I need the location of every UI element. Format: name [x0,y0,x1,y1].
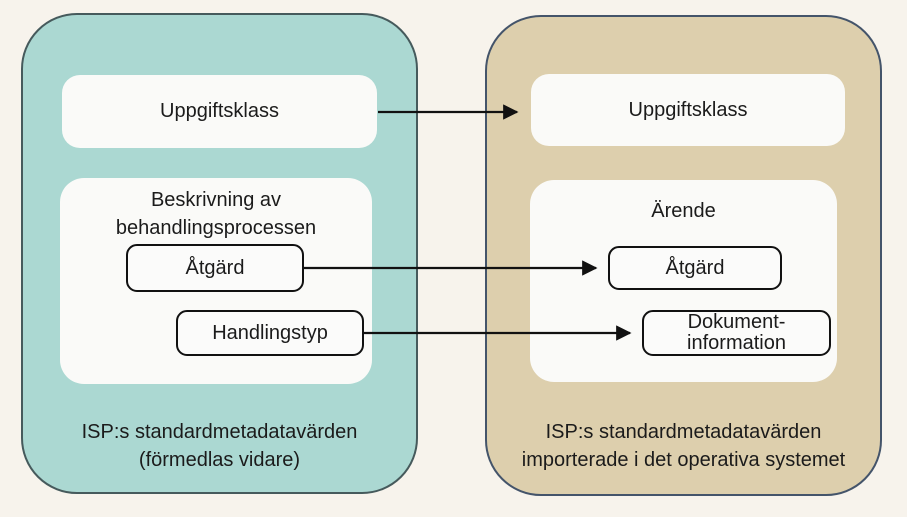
process-description-title-line2: behandlingsprocessen [115,217,317,239]
operative-system-caption: ISP:s standardmetadatavärden importerade… [487,418,880,474]
target-atgard-node: Åtgärd [608,246,782,290]
target-atgard-label: Åtgärd [665,256,725,279]
source-uppgiftsklass-label: Uppgiftsklass [160,100,279,122]
handlingstyp-node: Handlingstyp [176,310,364,356]
process-description-title-line1: Beskrivning av [150,189,282,211]
target-uppgiftsklass-label: Uppgiftsklass [628,98,748,121]
isp-source-caption-line2: (förmedlas vidare) [138,449,301,471]
source-uppgiftsklass-node: Uppgiftsklass [62,75,377,148]
source-atgard-label: Åtgärd [185,256,245,279]
isp-source-caption: ISP:s standardmetadatavärden (förmedlas … [23,418,416,474]
dokument-information-node: Dokument- information [642,310,831,356]
source-atgard-node: Åtgärd [126,244,304,292]
arende-title: Ärende [651,200,716,222]
isp-source-caption-line1: ISP:s standardmetadatavärden [81,421,358,443]
dokument-information-label-line2: information [687,332,786,354]
dokument-information-label: Dokument- information [687,312,786,354]
dokument-information-label-line1: Dokument- [687,311,786,333]
target-uppgiftsklass-node: Uppgiftsklass [531,74,845,146]
operative-system-caption-line2: importerade i det operativa systemet [521,449,846,471]
process-description-title: Beskrivning av behandlingsprocessen [60,186,372,242]
operative-system-caption-line1: ISP:s standardmetadatavärden [545,421,822,443]
handlingstyp-label: Handlingstyp [212,321,328,344]
